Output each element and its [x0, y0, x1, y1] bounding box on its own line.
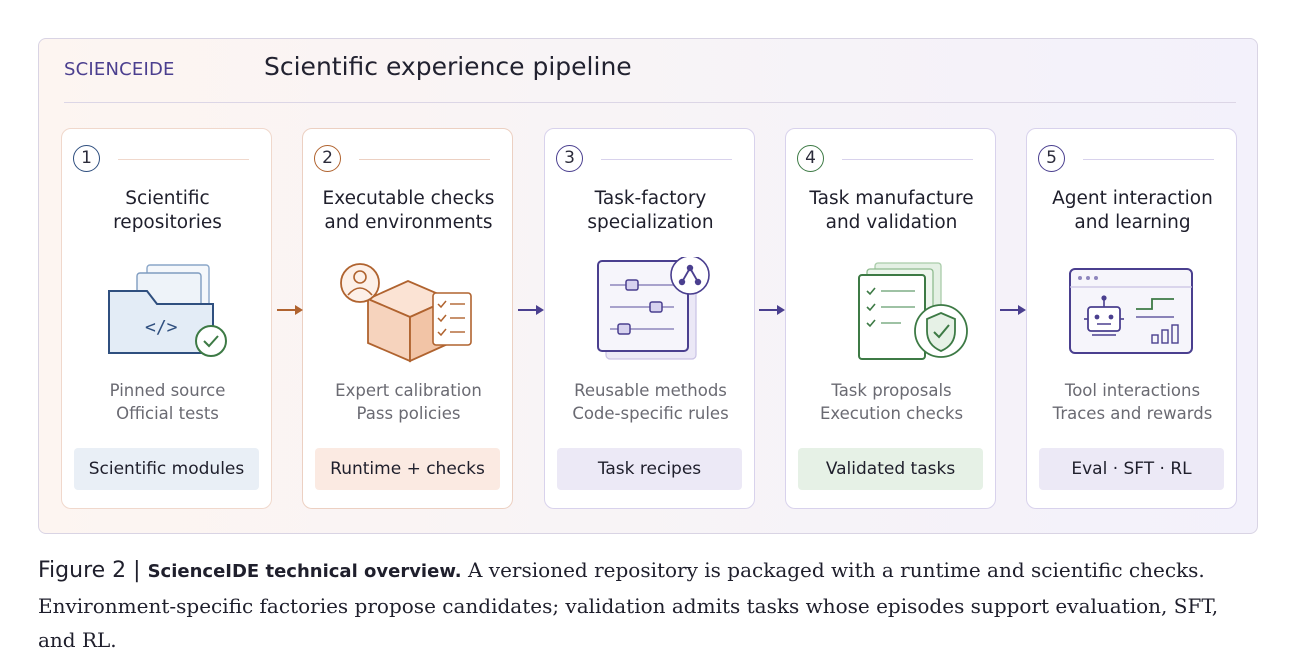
stage-card-1: 1 Scientific repositories </> Pinned sou… — [61, 128, 272, 509]
stage-card-2: 2 Executable checks and environments Ex — [302, 128, 513, 509]
stage-card-5: 5 Agent interaction and learning — [1026, 128, 1237, 509]
caption-title: ScienceIDE technical overview. — [147, 561, 462, 582]
stage-output-badge: Runtime + checks — [315, 448, 500, 490]
stage-output-badge: Task recipes — [557, 448, 742, 490]
header-divider — [64, 102, 1236, 103]
number-rule — [1083, 159, 1214, 160]
stage-card-3: 3 Task-factory specialization — [544, 128, 755, 509]
brand-label: SCIENCEIDE — [64, 59, 175, 80]
stage-title: Task manufacture and validation — [809, 188, 974, 233]
number-rule — [601, 159, 732, 160]
arrow-right-icon — [1000, 305, 1026, 315]
stage-title: Executable checks and environments — [322, 188, 495, 233]
pipeline-panel: SCIENCEIDE Scientific experience pipelin… — [38, 38, 1258, 534]
folder-code-icon: </> — [87, 257, 247, 367]
stage-description: Expert calibration Pass policies — [335, 381, 482, 423]
stage-description: Task proposals Execution checks — [819, 381, 964, 423]
shield-checklist-icon — [811, 257, 971, 367]
svg-text:</>: </> — [145, 317, 178, 338]
stage-number: 3 — [556, 145, 583, 172]
arrow-right-icon — [518, 305, 544, 315]
panel-title: Scientific experience pipeline — [264, 52, 632, 81]
stage-title: Scientific repositories — [113, 188, 222, 233]
arrow-right-icon — [277, 305, 303, 315]
arrow-right-icon — [759, 305, 785, 315]
stage-output-badge: Eval · SFT · RL — [1039, 448, 1224, 490]
stage-description: Reusable methods Code-specific rules — [572, 381, 729, 423]
stage-description: Tool interactions Traces and rewards — [1052, 381, 1213, 423]
number-rule — [359, 159, 490, 160]
number-rule — [118, 159, 249, 160]
number-rule — [842, 159, 973, 160]
robot-window-icon — [1052, 257, 1212, 367]
stage-description: Pinned source Official tests — [109, 381, 226, 423]
stage-output-badge: Validated tasks — [798, 448, 983, 490]
stage-number: 5 — [1038, 145, 1065, 172]
stage-title: Agent interaction and learning — [1052, 188, 1213, 233]
figure-caption: Figure 2 | ScienceIDE technical overview… — [38, 553, 1260, 657]
stage-number: 2 — [314, 145, 341, 172]
stage-card-4: 4 Task manufacture and validation Task p… — [785, 128, 996, 509]
stage-title: Task-factory specialization — [587, 188, 714, 233]
stage-output-badge: Scientific modules — [74, 448, 259, 490]
stage-number: 1 — [73, 145, 100, 172]
sliders-icon — [570, 255, 730, 367]
caption-text: A versioned repository is packaged with … — [38, 558, 1219, 652]
caption-separator: | — [126, 558, 148, 583]
stage-number: 4 — [797, 145, 824, 172]
box-checklist-icon — [328, 257, 488, 367]
caption-label: Figure 2 — [38, 558, 127, 583]
